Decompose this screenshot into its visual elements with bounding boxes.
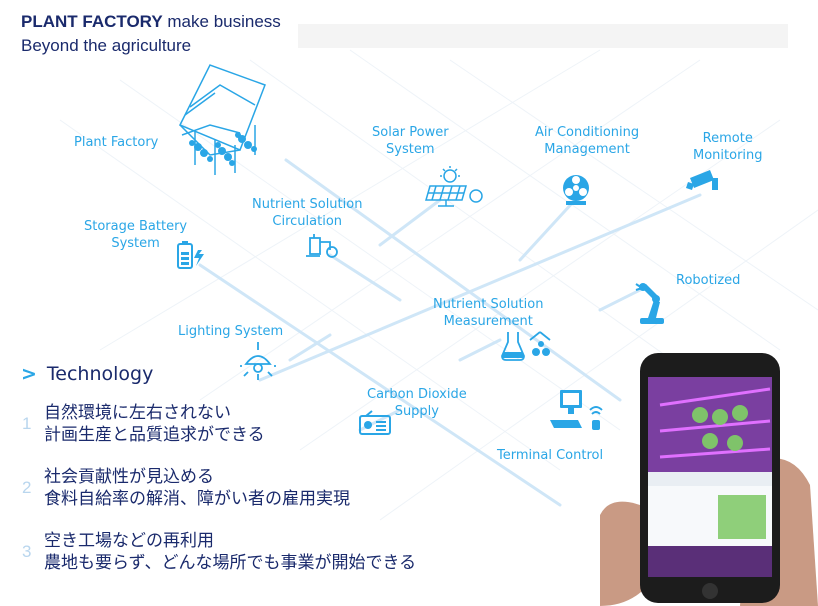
technology-title: Technology (46, 363, 154, 385)
computer-icon (550, 390, 603, 430)
smartphone-photo (600, 353, 818, 606)
label-terminal-control: Terminal Control (497, 448, 604, 463)
item-number: 3 (22, 542, 32, 561)
main-line-a (284, 158, 622, 402)
item-line: 農地も要らず、どんな場所でも事業が開始できる (44, 553, 417, 573)
robot-arm-icon (635, 283, 664, 324)
item-number: 1 (22, 414, 32, 433)
item-line: 空き工場などの再利用 (44, 531, 214, 551)
item-line: 食料自給率の解消、障がい者の雇用実現 (44, 489, 350, 509)
label-robotized: Robotized (676, 273, 741, 288)
header-bar (298, 24, 788, 48)
pump-icon (306, 234, 338, 258)
item-line: 計画生産と品質追求ができる (44, 425, 265, 445)
main-line-c (198, 263, 562, 507)
label-plant-factory: Plant Factory (74, 135, 159, 150)
tech-item-3: 3 空き工場などの再利用 農地も要らず、どんな場所でも事業が開始できる (22, 530, 492, 574)
fan-icon (563, 175, 589, 205)
title-subtitle: Beyond the agriculture (21, 36, 192, 55)
technology-heading: > Technology (21, 362, 153, 386)
battery-icon (177, 241, 204, 269)
tech-item-2: 2 社会貢献性が見込める 食料自給率の解消、障がい者の雇用実現 (22, 466, 492, 510)
item-line: 社会貢献性が見込める (44, 467, 214, 487)
camera-icon (686, 170, 718, 190)
tech-item-1: 1 自然環境に左右されない 計画生産と品質追求ができる (22, 402, 492, 446)
solar-panel-icon (425, 166, 483, 207)
label-lighting: Lighting System (178, 324, 284, 339)
co2-device-icon (359, 410, 391, 435)
greenhouse-icon (178, 64, 266, 175)
lamp-icon (240, 342, 276, 380)
title-rest: make business (162, 12, 281, 31)
title-bold: PLANT FACTORY (21, 12, 163, 31)
chevron-right-icon: > (21, 363, 37, 385)
page-title: PLANT FACTORY make business Beyond the a… (21, 10, 281, 58)
flask-icon (501, 331, 551, 361)
main-line-b (258, 193, 702, 382)
item-line: 自然環境に左右されない (44, 403, 231, 423)
item-number: 2 (22, 478, 32, 497)
